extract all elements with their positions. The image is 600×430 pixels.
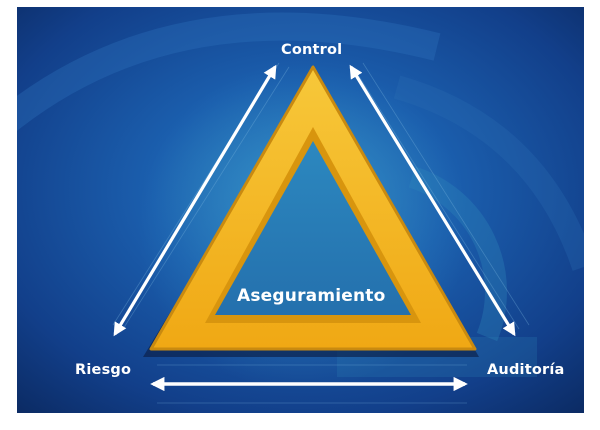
arrow-riesgo-control — [113, 64, 277, 337]
vertex-label-auditoria: Auditoría — [487, 362, 565, 378]
vertex-label-control: Control — [281, 42, 343, 58]
arrow-control-auditoria — [349, 64, 516, 337]
triangle-diagram — [17, 7, 584, 413]
background-swirl — [17, 12, 441, 131]
vertex-label-riesgo: Riesgo — [75, 362, 132, 378]
center-label: Aseguramiento — [237, 286, 386, 306]
diagram-canvas: Control Riesgo Auditoría Aseguramiento — [17, 7, 584, 413]
